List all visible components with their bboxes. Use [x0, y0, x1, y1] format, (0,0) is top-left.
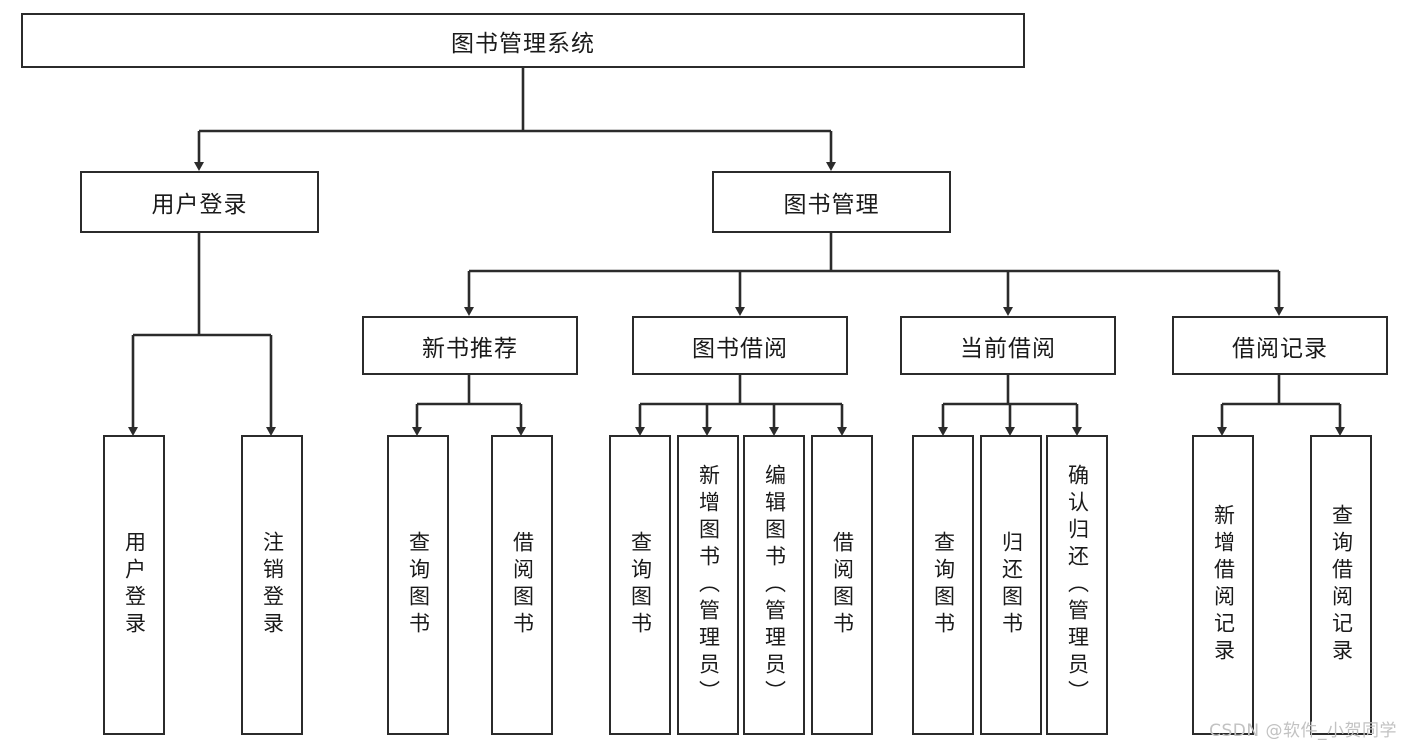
node-label: 确认归还（管理员） — [1065, 463, 1090, 707]
leaf-borrow-book-recommend[interactable]: 借阅图书 — [491, 435, 553, 735]
leaf-edit-book-admin[interactable]: 编辑图书（管理员） — [743, 435, 805, 735]
node-label: 借阅记录 — [1232, 335, 1328, 362]
leaf-user-logout[interactable]: 注销登录 — [241, 435, 303, 735]
leaf-borrow-book[interactable]: 借阅图书 — [811, 435, 873, 735]
node-user-login[interactable]: 用户登录 — [80, 171, 319, 233]
node-label: 用户登录 — [151, 192, 248, 218]
node-book-borrow[interactable]: 图书借阅 — [632, 316, 848, 375]
node-current-borrow[interactable]: 当前借阅 — [900, 316, 1116, 375]
csdn-watermark: CSDN @软件_小贺同学 — [1209, 721, 1397, 741]
node-label: 查询图书 — [406, 531, 431, 639]
leaf-query-book-current[interactable]: 查询图书 — [912, 435, 974, 735]
node-label: 新书推荐 — [422, 335, 518, 362]
node-label: 借阅图书 — [510, 531, 535, 639]
node-label: 新增图书（管理员） — [696, 463, 721, 707]
leaf-query-book-recommend[interactable]: 查询图书 — [387, 435, 449, 735]
node-root-book-management-system[interactable]: 图书管理系统 — [21, 13, 1025, 68]
node-label: 新增借阅记录 — [1211, 504, 1236, 666]
leaf-user-login[interactable]: 用户登录 — [103, 435, 165, 735]
node-borrow-record[interactable]: 借阅记录 — [1172, 316, 1388, 375]
node-label: 图书管理系统 — [451, 30, 595, 57]
node-label: 借阅图书 — [830, 531, 855, 639]
node-label: 图书管理 — [783, 192, 880, 218]
leaf-query-borrow-record[interactable]: 查询借阅记录 — [1310, 435, 1372, 735]
node-book-management[interactable]: 图书管理 — [712, 171, 951, 233]
node-new-book-recommend[interactable]: 新书推荐 — [362, 316, 578, 375]
leaf-confirm-return-admin[interactable]: 确认归还（管理员） — [1046, 435, 1108, 735]
leaf-return-book[interactable]: 归还图书 — [980, 435, 1042, 735]
leaf-add-borrow-record[interactable]: 新增借阅记录 — [1192, 435, 1254, 735]
node-label: 当前借阅 — [960, 335, 1056, 362]
node-label: 查询图书 — [931, 531, 956, 639]
node-label: 图书借阅 — [692, 335, 788, 362]
node-label: 查询借阅记录 — [1329, 504, 1354, 666]
node-label: 查询图书 — [628, 531, 653, 639]
node-label: 用户登录 — [122, 531, 147, 639]
leaf-add-book-admin[interactable]: 新增图书（管理员） — [677, 435, 739, 735]
node-label: 归还图书 — [999, 531, 1024, 639]
leaf-query-book-borrow[interactable]: 查询图书 — [609, 435, 671, 735]
node-label: 注销登录 — [260, 531, 285, 639]
node-label: 编辑图书（管理员） — [762, 463, 787, 707]
